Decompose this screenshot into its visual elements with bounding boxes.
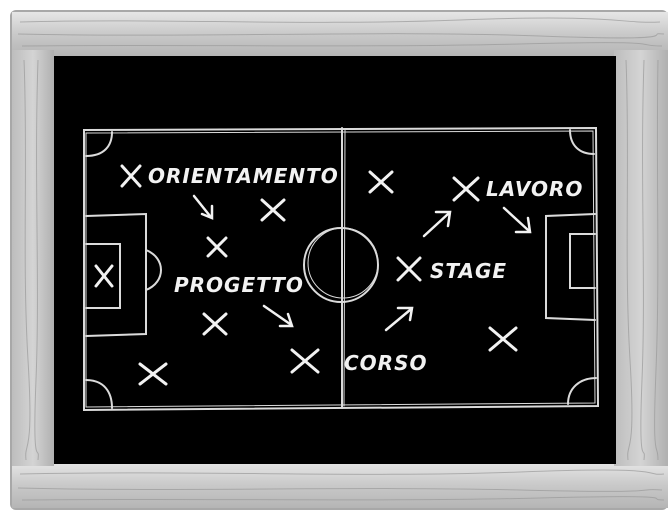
label-progetto: PROGETTO: [174, 273, 304, 297]
label-orientamento: ORIENTAMENTO: [148, 164, 339, 188]
label-lavoro: LAVORO: [486, 177, 583, 201]
label-stage: STAGE: [430, 259, 507, 283]
label-corso: CORSO: [344, 351, 428, 375]
chalkboard-surface: [54, 56, 616, 464]
